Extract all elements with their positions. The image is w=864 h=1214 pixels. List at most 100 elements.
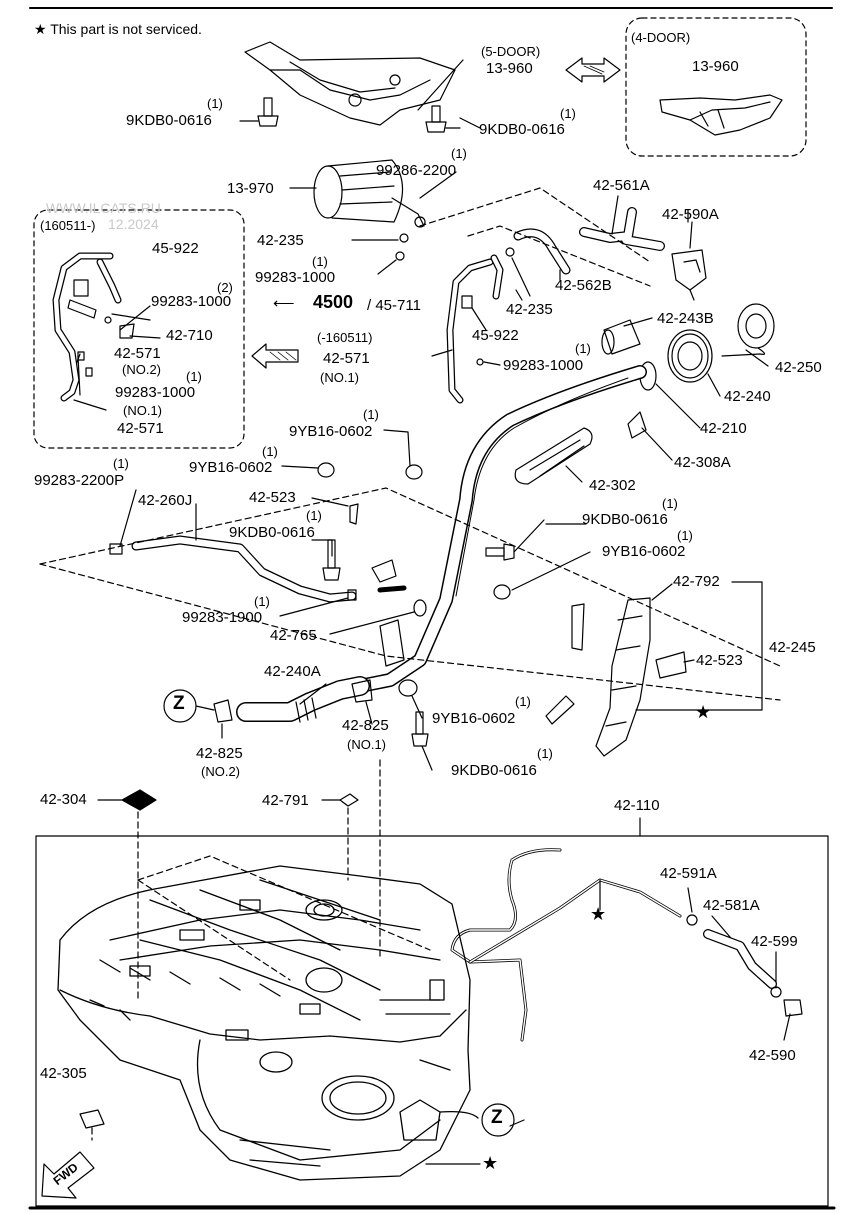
nut-9yb-c: [493, 584, 511, 600]
valve-42-590: [783, 999, 803, 1017]
label-45-922-b: 45-922: [472, 327, 519, 344]
pad-42-305: [79, 1109, 105, 1129]
bracket-42-308a: [627, 411, 647, 439]
clip-42-523-b-top: [571, 603, 585, 651]
label-9kdb0-0616-d: 9KDB0-0616: [582, 511, 668, 528]
clip-45-922-a: [73, 279, 89, 297]
label-42-240: 42-240: [724, 388, 771, 405]
nut-9yb-d: [398, 679, 418, 697]
label-42-562b: 42-562B: [555, 277, 612, 294]
clip-42-235-b: [505, 247, 515, 257]
bracket-13-960-4door-drawing: [659, 94, 783, 136]
qty-9yb-c: (1): [677, 528, 693, 543]
clip-42-710: [119, 323, 135, 339]
label-42-825-a: 42-825: [342, 717, 389, 734]
label-42-304: 42-304: [40, 791, 87, 808]
pad-42-304: [121, 789, 157, 811]
label-99283-1000-e: 99283-1000: [503, 357, 584, 374]
qty-9kdb-e: (1): [537, 746, 553, 761]
label-99283-1900: 99283-1900: [182, 609, 263, 626]
canister-13-970-drawing: [289, 159, 426, 228]
label-9yb16-0602-c: 9YB16-0602: [602, 543, 686, 560]
clip-42-765: [413, 599, 427, 617]
watermark: WWW.ILCATS.RU 12.2024: [46, 200, 161, 232]
label-9kdb-mid: 9KDB0-0616: [479, 121, 565, 138]
nut-9yb-a: [405, 464, 423, 480]
label-5-door: (5-DOOR): [481, 44, 541, 59]
label-42-243b: 42-243B: [657, 310, 714, 327]
clamp-42-825-no1: [351, 679, 373, 703]
four-door-box: [625, 17, 807, 157]
label-42-250: 42-250: [775, 359, 822, 376]
label-42-825-b: 42-825: [196, 745, 243, 762]
qty-99283-e: (1): [575, 341, 591, 356]
nut-9yb-b: [317, 462, 335, 478]
label-9kdb0-0616-c: 9KDB0-0616: [229, 524, 315, 541]
label-no1-c: (NO.1): [320, 370, 359, 385]
label-42-791: 42-791: [262, 792, 309, 809]
label-9kdb-left: 9KDB0-0616: [126, 112, 212, 129]
filler-ring-42-240: [667, 329, 713, 383]
clip-42-235-a: [399, 233, 409, 243]
qty-9yb-d: (1): [515, 694, 531, 709]
label-99283-1000-b: 99283-1000: [151, 293, 232, 310]
ref-icon: ⟵: [273, 295, 295, 312]
reference-z-circle-lower: [481, 1103, 515, 1137]
label-4-door: (4-DOOR): [631, 30, 691, 45]
qty-9kdb-left: (1): [207, 96, 223, 111]
part-42-591a: [686, 914, 698, 926]
label-99283-1000-c: 99283-1000: [115, 384, 196, 401]
label-42-523-a: 42-523: [249, 489, 296, 506]
vent-hose-42-562b: [513, 228, 571, 275]
label-no2-a: (NO.2): [122, 362, 161, 377]
label-42-571-c: 42-571: [323, 350, 370, 367]
label-date-160511: (-160511): [317, 330, 373, 345]
label-42-710: 42-710: [166, 327, 213, 344]
label-42-260j: 42-260J: [138, 492, 193, 509]
valve-42-590a-drawing: [671, 249, 707, 301]
clip-99283-1900: [347, 589, 357, 601]
label-42-581a: 42-581A: [703, 897, 760, 914]
label-42-523-b: 42-523: [696, 652, 743, 669]
z-symbol-lower: Z: [491, 1107, 503, 1128]
label-42-792: 42-792: [673, 573, 720, 590]
label-date-box: (160511-): [40, 218, 96, 233]
hose-42-571-later: [52, 252, 122, 402]
bolt-9kdb-left: [239, 97, 279, 127]
fwd-arrow: [41, 1151, 95, 1199]
label-no2-b: (NO.2): [201, 764, 240, 779]
service-note-text: This part is not serviced.: [50, 21, 202, 37]
fuel-tank-drawing: [57, 865, 479, 1181]
clip-42-523-a: [349, 503, 359, 525]
label-42-590: 42-590: [749, 1047, 796, 1064]
hatched-arrow: [251, 343, 299, 369]
label-99286-2200: 99286-2200: [376, 162, 457, 179]
label-9kdb0-0616-e: 9KDB0-0616: [451, 762, 537, 779]
label-42-210: 42-210: [700, 420, 747, 437]
filler-cap-42-250: [721, 303, 775, 357]
bolt-9kdb-d: [485, 519, 545, 561]
label-42-235-a: 42-235: [257, 232, 304, 249]
label-42-235-b: 42-235: [506, 301, 553, 318]
hose-42-561a-drawing: [579, 207, 665, 251]
qty-99283-b: (2): [217, 280, 233, 295]
label-ref-45-711: / 45-711: [367, 297, 421, 314]
label-42-571-a: 42-571: [114, 345, 161, 362]
label-9yb16-0602-a: 9YB16-0602: [289, 423, 373, 440]
guide-line-a: [419, 187, 651, 263]
label-42-571-b: 42-571: [117, 420, 164, 437]
qty-9kdb-mid: (1): [560, 106, 576, 121]
watermark-site: WWW.ILCATS.RU: [46, 200, 161, 216]
hose-42-260j: [131, 535, 357, 603]
filler-pipe-drawing: [353, 365, 647, 693]
label-42-561a: 42-561A: [593, 177, 650, 194]
label-9yb16-0602-d: 9YB16-0602: [432, 710, 516, 727]
label-no1-d: (NO.1): [347, 737, 386, 752]
star-icon-vent: ★: [590, 904, 607, 924]
clamp-42-825-no2: [213, 699, 233, 723]
qty-9kdb-d: (1): [662, 496, 678, 511]
bracket-13-960-drawing: [244, 41, 456, 126]
label-99283-1000-a: 99283-1000: [255, 269, 336, 286]
